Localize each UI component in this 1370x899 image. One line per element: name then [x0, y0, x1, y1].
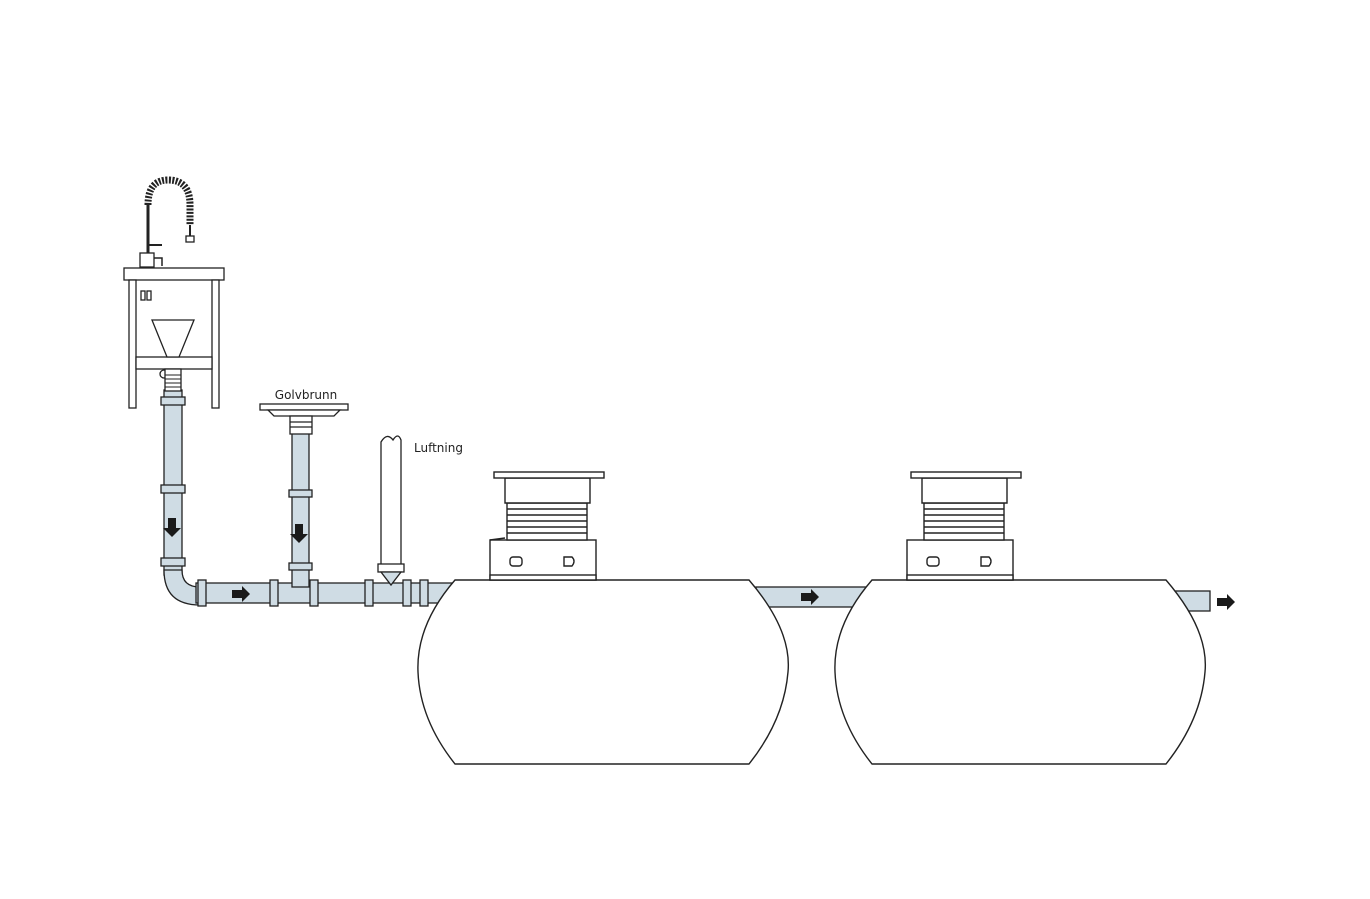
coupling [364, 579, 374, 607]
tank-1-lid [493, 471, 605, 479]
coupling [288, 489, 313, 498]
coupling [269, 579, 279, 607]
floor-drain-body [289, 415, 313, 435]
floor-drain: Golvbrunn [259, 388, 349, 435]
pipe-couplings [160, 396, 429, 607]
tank-1-bellows [506, 502, 588, 541]
tank-1-body [417, 579, 790, 765]
coupling [160, 557, 186, 567]
tank-2-body [834, 579, 1207, 765]
flow-arrow-icon [1217, 594, 1235, 610]
floor-drain-label: Golvbrunn [275, 388, 337, 402]
coupling [288, 562, 313, 571]
tank-1-cover-funnel [504, 477, 591, 504]
sink-leg-right [211, 279, 220, 409]
coupling [160, 484, 186, 494]
sink-shelf [135, 356, 213, 370]
separator-tank-2 [834, 471, 1207, 765]
tank-2-lid [910, 471, 1022, 479]
coupling [419, 579, 429, 607]
coupling [160, 396, 186, 406]
coupling [197, 579, 207, 607]
separator-tank-1 [417, 471, 790, 765]
tank-1-riser-base [489, 539, 597, 581]
sink-outlet [164, 368, 182, 392]
sink-leg-left [128, 279, 137, 409]
faucet-icon [139, 176, 195, 268]
tank-2-riser-base [906, 539, 1014, 581]
tank-2-cover-funnel [921, 477, 1008, 504]
flow-arrow-icon [163, 518, 181, 537]
control-mark [146, 290, 152, 301]
sink-station [123, 176, 225, 409]
floor-drain-grate [259, 403, 349, 411]
pipe-elbow [163, 569, 201, 606]
vent-pipe: Luftning [377, 435, 463, 587]
tank-2-bellows [923, 502, 1005, 541]
flow-arrow-icon [801, 589, 819, 605]
sink-funnel [151, 319, 195, 358]
drain-piping [163, 389, 1211, 612]
vent-label: Luftning [414, 441, 463, 455]
coupling [309, 579, 319, 607]
control-mark [140, 290, 146, 301]
flow-arrow-icon [232, 586, 250, 602]
flow-arrow-icon [290, 524, 308, 543]
sink-drain-pipe [163, 389, 183, 576]
coupling [402, 579, 412, 607]
sink-countertop [123, 267, 225, 281]
